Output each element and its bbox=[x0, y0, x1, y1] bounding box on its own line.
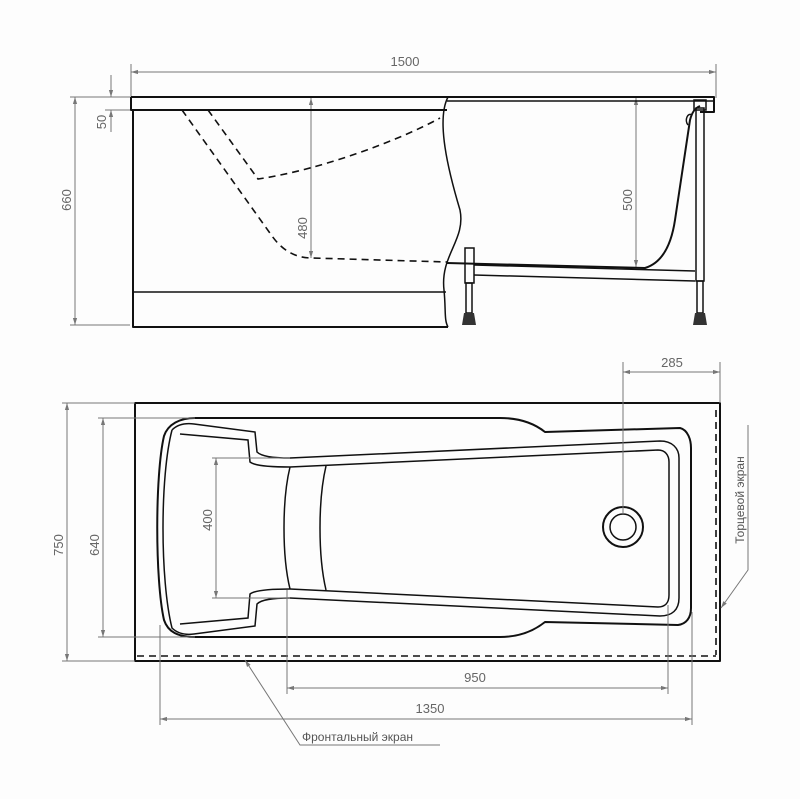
dimension-660: 660 bbox=[59, 96, 130, 326]
left-leg bbox=[462, 247, 476, 325]
front-panel-label: Фронтальный экран bbox=[302, 730, 413, 744]
dim-head-width-label: 400 bbox=[200, 509, 215, 531]
dim-basin-length-label: 950 bbox=[464, 670, 486, 685]
dimension-500: 500 bbox=[620, 98, 639, 267]
dimension-480: 480 bbox=[295, 98, 314, 258]
dim-inner-width-label: 640 bbox=[87, 534, 102, 556]
dimension-1350: 1350 bbox=[159, 612, 693, 725]
dimension-285: 285 bbox=[622, 355, 721, 514]
right-leg bbox=[693, 99, 707, 325]
front-panel bbox=[132, 110, 448, 328]
end-panel-label: Торцевой экран bbox=[733, 456, 747, 543]
dim-width-label: 750 bbox=[51, 534, 66, 556]
end-panel-callout: Торцевой экран bbox=[720, 425, 749, 609]
dim-inner-length-label: 1350 bbox=[416, 701, 445, 716]
dim-length-label: 1500 bbox=[391, 54, 420, 69]
side-view: 1500 660 50 480 500 bbox=[59, 54, 717, 328]
dim-foot-depth-label: 500 bbox=[620, 189, 635, 211]
dim-height-label: 660 bbox=[59, 189, 74, 211]
dimension-640: 640 bbox=[87, 417, 195, 638]
rim bbox=[130, 96, 715, 113]
dim-drain-label: 285 bbox=[661, 355, 683, 370]
dimension-50: 50 bbox=[94, 75, 131, 132]
dimension-1500: 1500 bbox=[130, 54, 717, 98]
dim-rim-label: 50 bbox=[94, 115, 109, 129]
outer-frame bbox=[134, 402, 721, 662]
dim-head-depth-label: 480 bbox=[295, 217, 310, 239]
front-panel-callout: Фронтальный экран bbox=[244, 659, 440, 746]
tub-outline bbox=[156, 417, 692, 638]
top-view: 285 750 640 400 950 bbox=[51, 355, 749, 746]
dimension-950: 950 bbox=[286, 590, 669, 694]
dimension-400: 400 bbox=[200, 457, 290, 599]
break-line bbox=[442, 96, 462, 328]
dimension-750: 750 bbox=[51, 402, 135, 662]
